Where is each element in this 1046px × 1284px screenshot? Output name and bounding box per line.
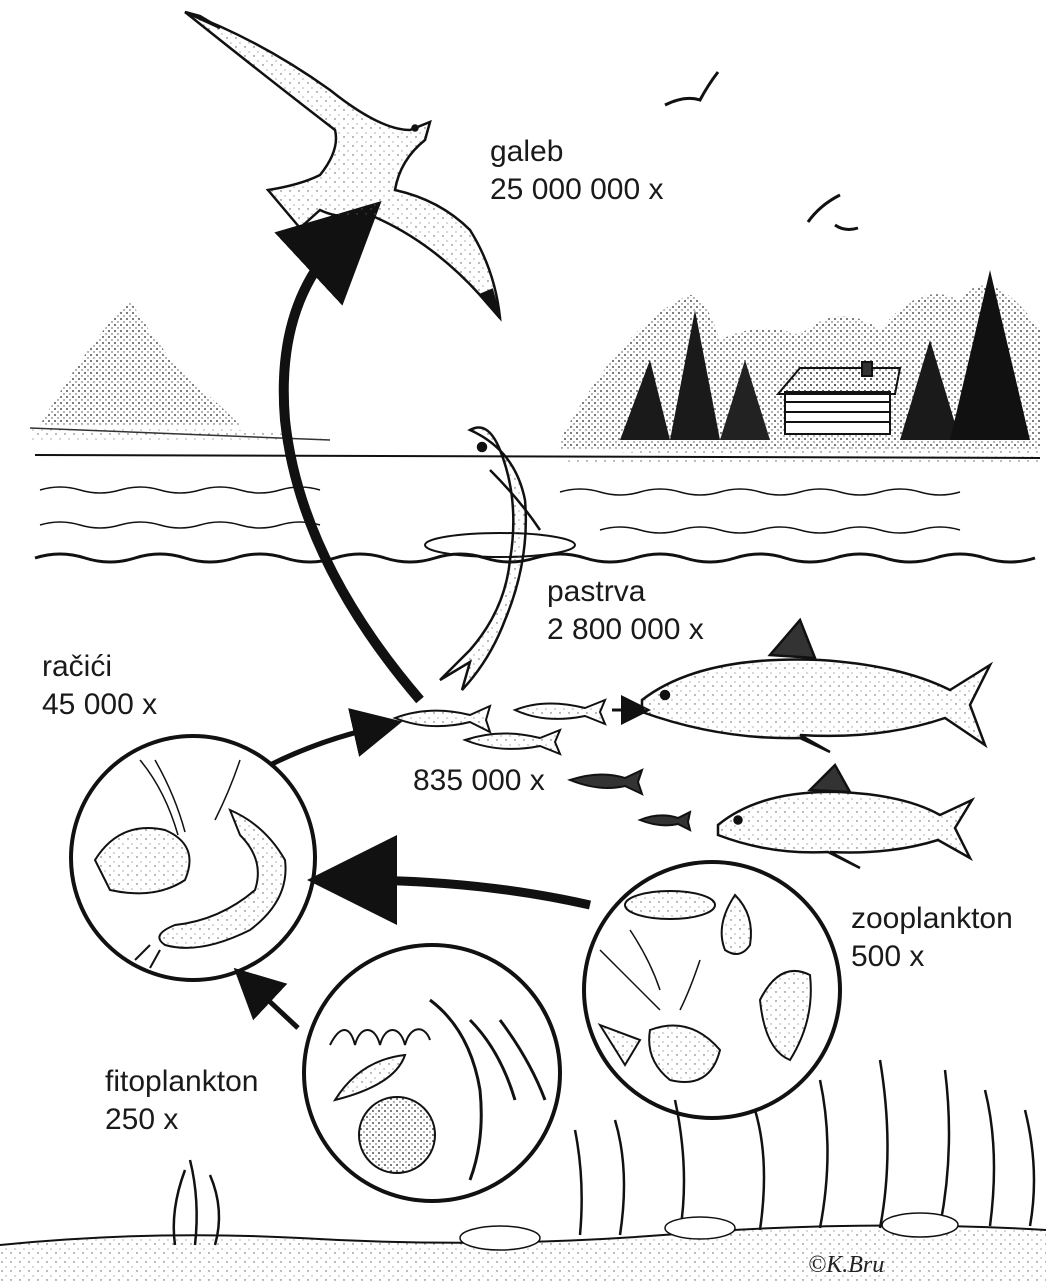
fitoplankton-circle bbox=[304, 945, 560, 1201]
label-pastrva-value: 2 800 000 x bbox=[547, 611, 704, 649]
label-fitoplankton: fitoplankton 250 x bbox=[105, 1063, 258, 1139]
artist-signature: ©K.Bru bbox=[808, 1252, 884, 1279]
label-galeb-value: 25 000 000 x bbox=[490, 171, 663, 209]
label-zooplankton-name: zooplankton bbox=[851, 900, 1013, 938]
water-surface bbox=[35, 455, 1040, 562]
arrow-zooplankton-to-racici bbox=[352, 880, 590, 905]
label-galeb: galeb 25 000 000 x bbox=[490, 133, 663, 209]
label-fitoplankton-value: 250 x bbox=[105, 1101, 258, 1139]
label-racici-value: 45 000 x bbox=[42, 686, 157, 724]
zooplankton-circle bbox=[584, 862, 840, 1118]
label-small-fish-value: 835 000 x bbox=[413, 762, 545, 800]
label-zooplankton-value: 500 x bbox=[851, 938, 1013, 976]
label-racici: račići 45 000 x bbox=[42, 648, 157, 724]
label-racici-name: račići bbox=[42, 648, 157, 686]
label-fitoplankton-name: fitoplankton bbox=[105, 1063, 258, 1101]
label-zooplankton: zooplankton 500 x bbox=[851, 900, 1013, 976]
racici-circle bbox=[71, 736, 315, 980]
trout-large-2 bbox=[718, 765, 972, 868]
label-galeb-name: galeb bbox=[490, 133, 663, 171]
cabin bbox=[778, 362, 900, 434]
gull bbox=[185, 12, 500, 318]
label-pastrva: pastrva 2 800 000 x bbox=[547, 573, 704, 649]
arrow-fish-to-gull bbox=[284, 235, 420, 700]
arrow-fitoplankton-to-racici bbox=[252, 985, 298, 1028]
label-small-fish: 835 000 x bbox=[413, 762, 545, 800]
arrow-racici-to-small-fish bbox=[270, 727, 378, 765]
distant-birds bbox=[665, 72, 858, 229]
label-pastrva-name: pastrva bbox=[547, 573, 704, 611]
